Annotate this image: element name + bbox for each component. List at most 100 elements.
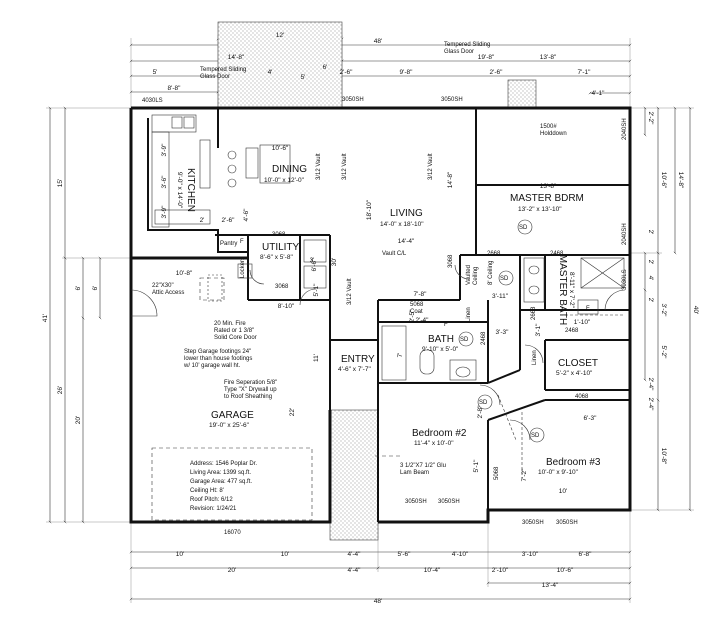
utility-size: 8'-6" x 5'-8" [260,254,293,261]
dim-bottom-5-6: 5'-6" [398,551,412,558]
dim-int-3-9-b: 3'-9" [161,205,168,219]
dim-right-2-b: 2' [647,260,654,265]
dim-top-2-6-a: 2'-6" [340,69,354,76]
sd-label-3: SD [460,337,469,343]
dim-int-30: 30' [331,258,338,266]
dim-bottom-10-4: 10'-4" [424,567,441,574]
dim-int-2-5: 2'-5" [409,309,416,323]
bedroom3-label: Bedroom #3 [546,457,601,468]
master-bdrm-label: MASTER BDRM [510,193,584,204]
dining-label: DINING [272,164,307,175]
f-label-1: F [240,239,244,245]
door-swings [130,264,626,441]
entry-size: 4'-6" x 7'-7" [338,366,371,373]
dim-int-7-2: 7'-2" [521,468,528,482]
dim-top-5b: 5' [301,74,306,81]
dim-right-2-a: 2' [647,230,654,235]
dim-int-7-8: 7'-8" [414,291,428,298]
window-3030: 3030LS [622,269,628,290]
dim-int-6-6: 6'-6" [311,258,318,272]
bedroom2-label: Bedroom #2 [412,428,467,439]
bedroom3-size: 10'-0" x 9'-10" [538,469,579,476]
dim-int-22: 22' [289,408,296,416]
info-roof: Roof Pitch: 6/12 [190,497,233,503]
dim-top-4: 4' [268,69,273,76]
dim-bottom-overall: 48' [374,598,382,605]
vault-note-1: 3/12 Vault [342,153,348,180]
vaulted-ceiling-note: VaultedCeiling [466,265,479,285]
dim-int-3: 3' [310,257,315,264]
dim-int-3-9-a: 3'-9" [161,143,168,157]
dim-left-41: 41' [42,314,49,322]
door-2468-a: 2468 [550,251,564,257]
dim-int-6-3: 6'-3" [584,415,598,422]
dim-int-3-1: 3'-1" [535,323,542,337]
door-3068-a: 3068 [272,232,286,238]
vault-note-2: 3/12 Vault [428,153,434,180]
closet-label: CLOSET [558,358,598,369]
dim-int-2-8: 2'-8" [477,405,484,419]
kitchen-size: 9'-0" x 14'-0" [176,172,183,209]
info-address: Address: 1546 Poplar Dr. [190,461,257,467]
dim-top-4-1: 4'-1" [592,90,606,97]
dim-int-8-10: 8'-10" [278,303,295,310]
dim-right-2-2: 2'-2" [647,112,654,126]
window-4030: 4030LS [142,98,163,104]
dim-left-26: 26' [57,386,64,394]
dim-bottom-6-8: 6'-8" [579,551,593,558]
door-2468-c: 2468 [481,331,487,345]
dim-int-3-6: 3'-6" [161,175,168,189]
dimension-lines [48,37,692,601]
master-bath-size: 8'-11" x 7'-2" [568,272,575,309]
dim-bottom-10-6: 10'-6" [557,567,574,574]
dim-int-2-6: 2'-6" [222,217,236,224]
dim-left-15: 15' [57,179,64,187]
pantry-label: Pantry [220,241,237,247]
dimension-text-right: 40' 2'-2" 14'-8" 10'-6" 2' 2' 4' 3'-2" 5… [647,112,699,465]
dim-right-4: 4' [647,276,654,281]
dim-bottom-3-10: 3'-10" [522,551,539,558]
dimension-text-bottom: 10' 10' 20' 4'-4" 4'-4" 5'-6" 4'-10" 10'… [176,551,592,605]
dim-bottom-2-10: 2'-10" [492,567,509,574]
dim-right-40: 40' [692,306,699,314]
door-5068-b3: 5068 [494,466,500,480]
dim-right-10-6: 10'-6" [660,172,667,189]
dim-bottom-10-b: 10' [281,551,289,558]
sd-label-2: SD [500,276,509,282]
dim-int-3-3: 3'-3" [496,329,510,336]
vault-cl: Vault C/L [382,251,407,257]
info-ceiling: Ceiling Ht: 8' [190,488,224,494]
door-2468-b: 2468 [565,328,579,334]
dim-int-2-4: 2'-4" [416,317,430,324]
dim-int-5-1: 5'-1" [473,459,480,473]
holddown-note: 1500#Holddown [540,124,567,137]
dim-int-10-8: 10'-8" [176,270,193,277]
living-label: LIVING [390,208,423,219]
entry-label: ENTRY [341,354,375,365]
dim-right-2-4-b: 2'-4" [647,398,654,412]
dim-right-2-4-a: 2'-4" [647,378,654,392]
window-3050-b: 3050SH [441,97,463,103]
window-bottom-4: 3050SH [556,520,578,526]
dim-int-5-1-b: 5'-1" [313,283,320,297]
dim-right-10-8: 10'-8" [660,448,667,465]
living-size: 14'-0" x 18'-10" [380,221,424,228]
door-3068-b: 3068 [275,284,289,290]
window-2040-b: 2040SH [622,223,628,245]
window-2040-a: 2040SH [622,118,628,140]
dimension-text-left: 41' 15' 26' 6' 6' 20' [42,179,99,424]
dim-top-6: 6' [323,64,328,71]
dim-right-14-8: 14'-8" [677,172,684,189]
dim-left-6-b: 6' [92,286,99,291]
dim-left-6-a: 6' [75,286,82,291]
ceiling-8-note: 8' Ceiling [488,261,494,286]
dim-right-2-c: 2' [647,298,654,303]
interior-walls [147,108,630,522]
kitchen-label: KITCHEN [185,168,196,212]
room-labels: DINING 10'-0" x 12'-0" KITCHEN 9'-0" x 1… [176,164,601,476]
dim-bottom-4-10: 4'-10" [452,551,469,558]
